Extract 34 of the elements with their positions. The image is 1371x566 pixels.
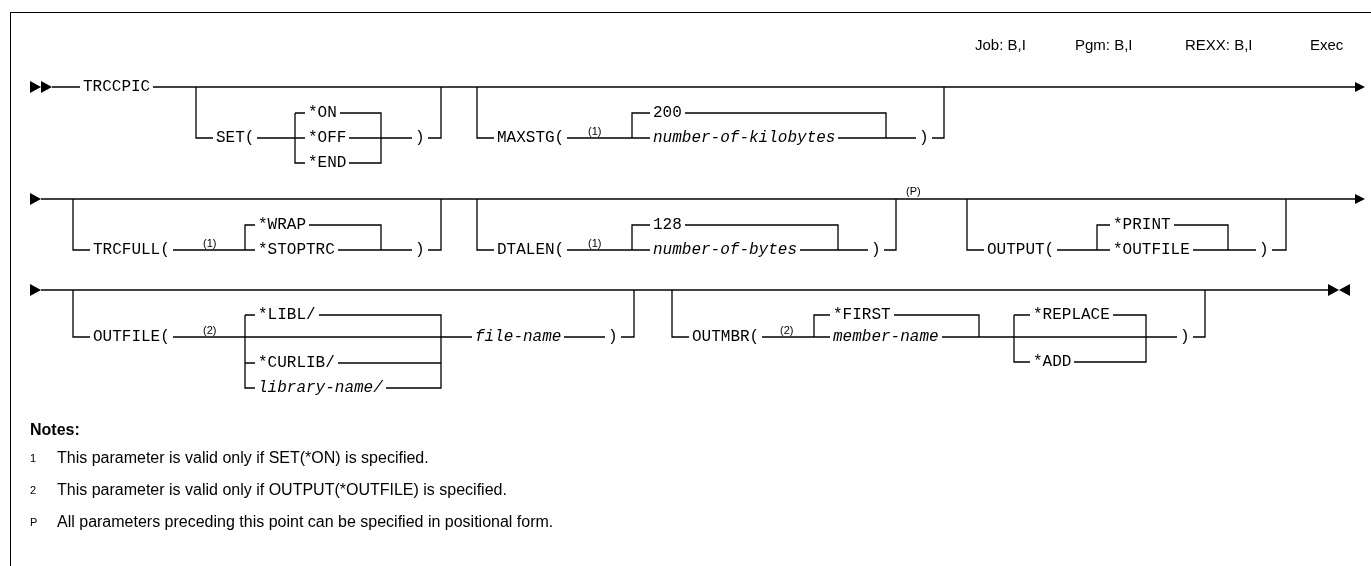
note-text: This parameter is valid only if SET(*ON) is specified. bbox=[57, 449, 429, 467]
syntax-keyword: OUTPUT( bbox=[984, 241, 1058, 259]
note-text: This parameter is valid only if OUTPUT(*OUTFILE) is specified. bbox=[57, 481, 507, 499]
syntax-variable: number-of-bytes bbox=[650, 241, 801, 259]
note-marker: 2 bbox=[30, 483, 37, 497]
footnote-reference: (1) bbox=[588, 236, 602, 250]
footnote-reference: (2) bbox=[780, 323, 794, 337]
note-text: All parameters preceding this point can be specified in positional form. bbox=[57, 513, 554, 531]
syntax-keyword: OUTMBR( bbox=[689, 328, 763, 346]
syntax-keyword: ) bbox=[1256, 241, 1272, 259]
syntax-variable: library-name/ bbox=[255, 379, 386, 397]
environment-label: Exec bbox=[1310, 35, 1344, 53]
footnote-reference: (1) bbox=[203, 236, 217, 250]
syntax-keyword: ) bbox=[868, 241, 884, 259]
footnote-reference: (2) bbox=[203, 323, 217, 337]
syntax-keyword: ) bbox=[1177, 328, 1193, 346]
syntax-keyword: ) bbox=[412, 241, 428, 259]
footnote-reference: (P) bbox=[906, 184, 921, 198]
syntax-keyword: DTALEN( bbox=[494, 241, 568, 259]
syntax-keyword: MAXSTG( bbox=[494, 129, 568, 147]
syntax-keyword: SET( bbox=[213, 129, 258, 147]
syntax-keyword: ) bbox=[412, 129, 428, 147]
environment-label: REXX: B,I bbox=[1185, 35, 1253, 53]
syntax-keyword: ) bbox=[605, 328, 621, 346]
syntax-variable: number-of-kilobytes bbox=[650, 129, 839, 147]
environment-label: Job: B,I bbox=[975, 35, 1026, 53]
syntax-keyword: ) bbox=[916, 129, 932, 147]
environment-label: Pgm: B,I bbox=[1075, 35, 1133, 53]
notes-heading: Notes: bbox=[30, 421, 80, 439]
note-marker: 1 bbox=[30, 451, 37, 465]
footnote-reference: (1) bbox=[588, 124, 602, 138]
syntax-keyword: OUTFILE( bbox=[90, 328, 173, 346]
syntax-keyword: TRCFULL( bbox=[90, 241, 173, 259]
note-marker: P bbox=[30, 515, 38, 529]
